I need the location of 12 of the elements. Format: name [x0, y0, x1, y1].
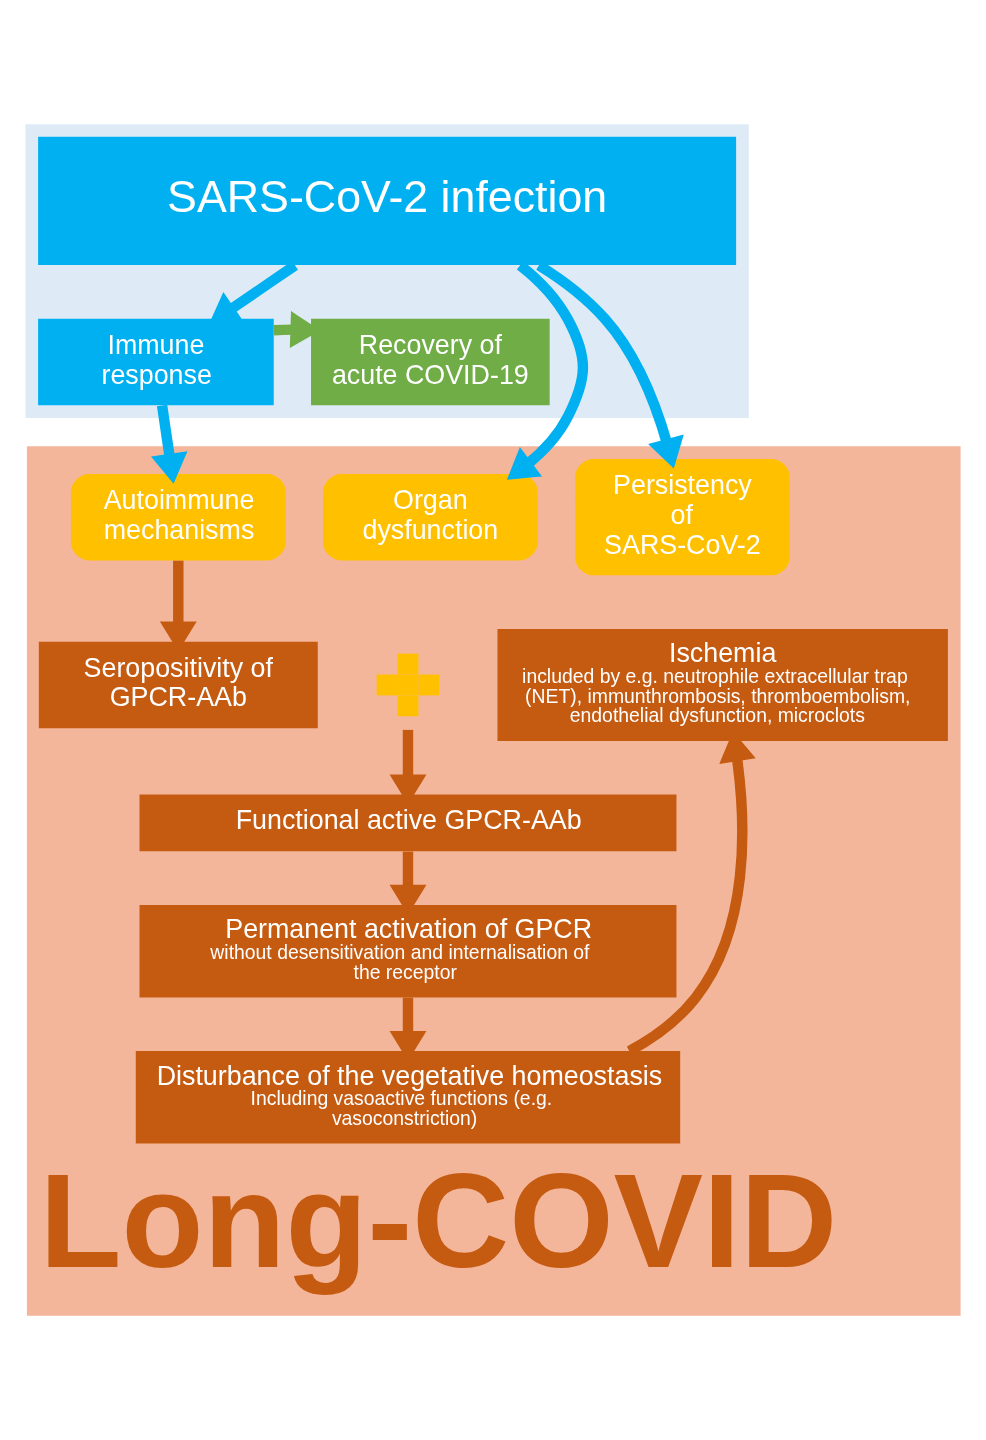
node-box: Immune response	[38, 318, 274, 406]
node-box: SARS-CoV-2 infection	[38, 136, 737, 266]
cluster	[25, 124, 749, 418]
node-box: Persistency of SARS-CoV-2	[575, 459, 790, 576]
node-box: Recovery of acute COVID-19	[311, 318, 550, 406]
node-box: Disturbance of the vegetative homeostasis Including vasoactive functions (e.g. vasoconstriction)	[135, 1051, 681, 1144]
node-box: Autoimmune mechanisms	[70, 473, 286, 561]
node-box: Functional active GPCR-AAb	[139, 794, 677, 852]
node-box: Seropositivity of GPCR-AAb	[38, 641, 318, 729]
node-box: Organ dysfunction	[322, 473, 538, 561]
node-box: Permanent activation of GPCR without desensitivation and internalisation of the receptor	[139, 904, 677, 998]
node-box: Ischemia included by e.g. neutrophile extracellular trap (NET), immunthrombosis, thromboembolism, endothelial dysfunction, microclots	[497, 629, 948, 741]
